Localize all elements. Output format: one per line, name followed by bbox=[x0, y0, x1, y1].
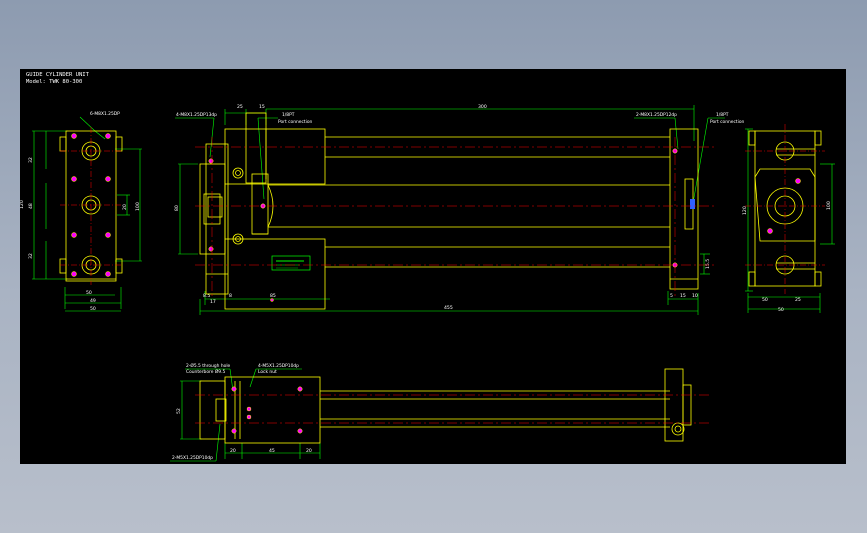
dim-bottom-c: 20 bbox=[306, 448, 312, 454]
dim-side-a: 8.5 bbox=[203, 293, 210, 299]
dim-side-height: 80 bbox=[174, 205, 180, 211]
dim-side-b: 17 bbox=[210, 299, 216, 305]
dim-bottom-height: 52 bbox=[176, 408, 182, 414]
dim-end-w-b: 25 bbox=[795, 297, 801, 303]
port-marker bbox=[690, 199, 695, 209]
callout-bottom-c: 2-M5X1.25DP10dp bbox=[172, 455, 213, 461]
dim-front-c: 32 bbox=[28, 253, 34, 259]
callout-bottom-a: 2-Ø5.5 through hole bbox=[186, 362, 231, 369]
dim-front-w-a: 50 bbox=[86, 290, 92, 296]
dim-front-b: 48 bbox=[28, 203, 34, 209]
dim-front-right: 100 bbox=[135, 202, 141, 211]
dim-side-r2: 15 bbox=[680, 293, 686, 299]
dim-side-d: 85 bbox=[270, 293, 276, 299]
dim-front-a: 32 bbox=[28, 157, 34, 163]
dim-side-r1: 5 bbox=[670, 293, 673, 299]
dim-end-w-total: 50 bbox=[778, 307, 784, 313]
dim-front-w-c: 50 bbox=[90, 306, 96, 312]
dim-side-c: 8 bbox=[229, 293, 232, 299]
dim-end-h-b: 100 bbox=[826, 201, 832, 210]
callout-port-note: Port connection bbox=[278, 119, 313, 125]
dim-side-r3: 10 bbox=[692, 293, 698, 299]
side-view: 25 15 300 80 8.5 17 8 85 455 5 15 10 15.… bbox=[174, 104, 745, 315]
callout-side-holes-left: 4-M8X1.25DP13dp bbox=[176, 112, 217, 118]
dim-side-25: 25 bbox=[237, 104, 243, 110]
callout-side-holes-right: 2-M8X1.25DP12dp bbox=[636, 112, 677, 118]
dim-front-height: 120 bbox=[20, 200, 25, 209]
callout-bottom-a-note: Counterbore Ø9.5 bbox=[186, 368, 225, 375]
dim-front-bore: 20 bbox=[122, 204, 128, 210]
dim-end-w-a: 50 bbox=[762, 297, 768, 303]
dim-end-height: 120 bbox=[742, 206, 748, 215]
callout-port-right-note: Port connection bbox=[710, 119, 745, 125]
dim-side-right: 15.5 bbox=[705, 259, 711, 269]
cad-drawing: GUIDE CYLINDER UNIT Model: TWK 80-300 12… bbox=[20, 72, 835, 462]
end-view: 120 100 50 25 50 bbox=[742, 124, 835, 313]
cad-drawing-canvas[interactable]: GUIDE CYLINDER UNIT Model: TWK 80-300 12… bbox=[20, 69, 846, 464]
callout-port-right: 1/8PT bbox=[716, 112, 729, 118]
drawing-title: GUIDE CYLINDER UNIT bbox=[26, 72, 90, 78]
callout-front-holes: 6-M8X1.25DP bbox=[90, 111, 120, 117]
callout-port: 1/8PT bbox=[282, 112, 295, 118]
dim-bottom-a: 20 bbox=[230, 448, 236, 454]
dim-side-length: 300 bbox=[478, 104, 487, 110]
callout-bottom-b: 4-M5X1.25DP10dp bbox=[258, 363, 299, 369]
drawing-model: Model: TWK 80-300 bbox=[26, 79, 82, 85]
dim-side-total: 455 bbox=[444, 305, 453, 311]
dim-side-15: 15 bbox=[259, 104, 265, 110]
bottom-view: 52 20 45 20 2-Ø5.5 through hole Counterb… bbox=[170, 362, 710, 462]
callout-bottom-b-note: Lock nut bbox=[258, 369, 277, 375]
dim-bottom-b: 45 bbox=[269, 448, 275, 454]
dim-front-w-b: 49 bbox=[90, 298, 96, 304]
front-view: 120 32 48 32 20 100 50 49 50 6-M8X1.25DP bbox=[20, 111, 142, 312]
nameplate bbox=[271, 255, 311, 271]
